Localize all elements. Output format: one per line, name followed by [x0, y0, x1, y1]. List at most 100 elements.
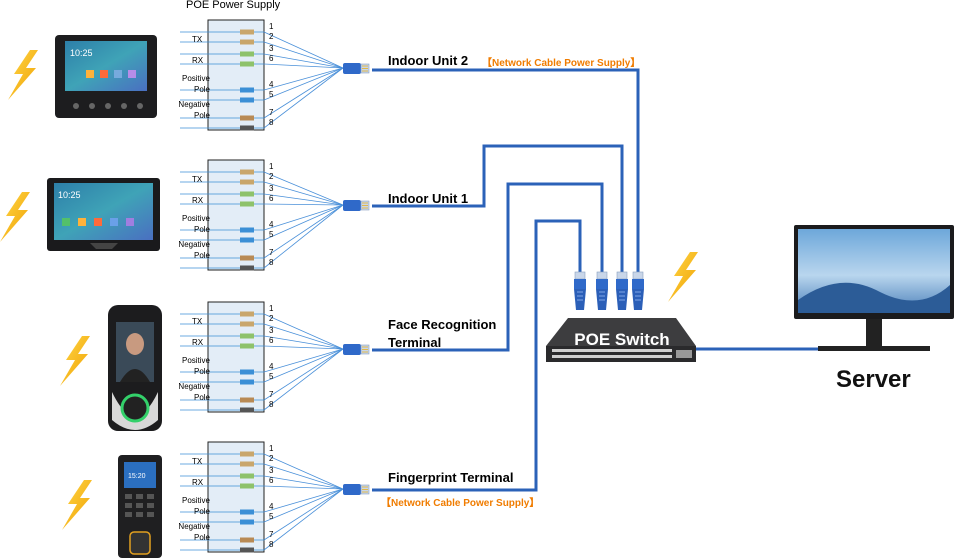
fan-wire — [263, 204, 344, 269]
fan-wire — [263, 193, 344, 206]
pin-color-swatch — [240, 87, 254, 93]
pin-group-label: Negative Pole — [178, 382, 210, 402]
cable-fingerprint — [372, 219, 582, 492]
pin-number: 7 — [269, 390, 274, 399]
fan-wire — [263, 348, 344, 383]
pinout-block — [180, 301, 344, 413]
fan-wire — [263, 488, 344, 523]
lightning-icon — [668, 252, 698, 302]
fingerprint-terminal-device: 15:20 — [118, 455, 162, 558]
pin-number: 5 — [269, 230, 274, 239]
diagram-title: POE Power Supply — [186, 0, 281, 11]
pin-color-swatch — [240, 519, 254, 525]
pinout-block — [180, 159, 344, 271]
terminal-label-face-recognition: Face Recognition Terminal — [388, 317, 497, 350]
fan-wire — [263, 67, 344, 119]
fan-wire — [263, 204, 344, 259]
fan-wire — [263, 348, 344, 411]
pin-group-label: RX — [192, 196, 204, 205]
pin-number: 2 — [269, 454, 274, 463]
pin-group-label: Positive Pole — [181, 496, 210, 516]
fan-wire — [263, 204, 344, 231]
network-power-note: 【Network Cable Power Supply】 — [381, 498, 540, 509]
lightning-icon — [8, 50, 38, 100]
pin-number: 8 — [269, 540, 274, 549]
pin-number: 3 — [269, 466, 274, 475]
network-power-note: 【Network Cable Power Supply】 — [482, 58, 641, 69]
pin-color-swatch — [240, 397, 254, 403]
pinout-block — [180, 19, 344, 131]
svg-text:10:25: 10:25 — [70, 48, 93, 58]
pin-color-swatch — [240, 125, 254, 131]
lightning-icon — [62, 480, 92, 530]
rj45-plug-icon — [631, 271, 645, 311]
pin-color-swatch — [240, 115, 254, 121]
fan-wire — [263, 453, 344, 490]
pin-number: 5 — [269, 90, 274, 99]
fan-wire — [263, 204, 344, 241]
fan-wire — [263, 67, 344, 129]
lightning-icon — [0, 192, 30, 242]
pin-color-swatch — [240, 333, 254, 339]
pin-group-label: RX — [192, 56, 204, 65]
pin-number: 5 — [269, 372, 274, 381]
pin-number: 3 — [269, 184, 274, 193]
pin-number: 7 — [269, 530, 274, 539]
rj45-plug-icon — [342, 199, 370, 212]
pin-group-label: TX — [192, 175, 203, 184]
pin-number: 4 — [269, 80, 274, 89]
terminal-label-fingerprint: Fingerprint Terminal — [388, 470, 514, 485]
pin-number: 6 — [269, 54, 274, 63]
pin-number: 4 — [269, 502, 274, 511]
pin-number: 6 — [269, 476, 274, 485]
fan-wire — [263, 485, 344, 490]
pin-group-label: Negative Pole — [178, 522, 210, 542]
fan-wire — [263, 67, 344, 101]
pin-number: 3 — [269, 326, 274, 335]
pin-number: 1 — [269, 304, 274, 313]
pin-group-label: TX — [192, 35, 203, 44]
pinout-block — [180, 441, 344, 553]
pin-number: 7 — [269, 248, 274, 257]
face-recognition-device — [108, 305, 162, 431]
fan-wire — [263, 53, 344, 69]
svg-text:15:20: 15:20 — [128, 473, 146, 480]
pin-color-swatch — [240, 379, 254, 385]
pin-color-swatch — [240, 179, 254, 185]
pin-color-swatch — [240, 483, 254, 489]
pin-color-swatch — [240, 547, 254, 553]
fan-wire — [263, 203, 344, 206]
pin-color-swatch — [240, 227, 254, 233]
rj45-plug-icon — [615, 271, 629, 311]
fan-wire — [263, 31, 344, 69]
pin-number: 8 — [269, 258, 274, 267]
pin-color-swatch — [240, 311, 254, 317]
rj45-plug-icon — [342, 483, 370, 496]
fan-wire — [263, 348, 344, 401]
pin-number: 6 — [269, 194, 274, 203]
fan-wire — [263, 171, 344, 206]
poe-switch-label: POE Switch — [574, 330, 670, 349]
pin-color-swatch — [240, 39, 254, 45]
pin-group-label: RX — [192, 478, 204, 487]
fan-wire — [263, 463, 344, 490]
cable-indoor-unit-2 — [372, 68, 640, 278]
rj45-plug-icon — [342, 343, 370, 356]
network-cables — [372, 68, 818, 492]
pin-number: 4 — [269, 220, 274, 229]
pin-color-swatch — [240, 255, 254, 261]
pin-color-swatch — [240, 509, 254, 515]
pin-group-label: Positive Pole — [181, 74, 210, 94]
fan-wire — [263, 41, 344, 69]
pin-color-swatch — [240, 321, 254, 327]
fan-wire — [263, 345, 344, 350]
pin-color-swatch — [240, 61, 254, 67]
fan-wire — [263, 335, 344, 350]
rj45-plug-icon — [573, 271, 587, 311]
fan-wire — [263, 348, 344, 373]
fan-wire — [263, 67, 344, 91]
pin-group-label: Positive Pole — [181, 214, 210, 234]
cable-face-recognition — [372, 182, 604, 352]
pin-number: 8 — [269, 118, 274, 127]
